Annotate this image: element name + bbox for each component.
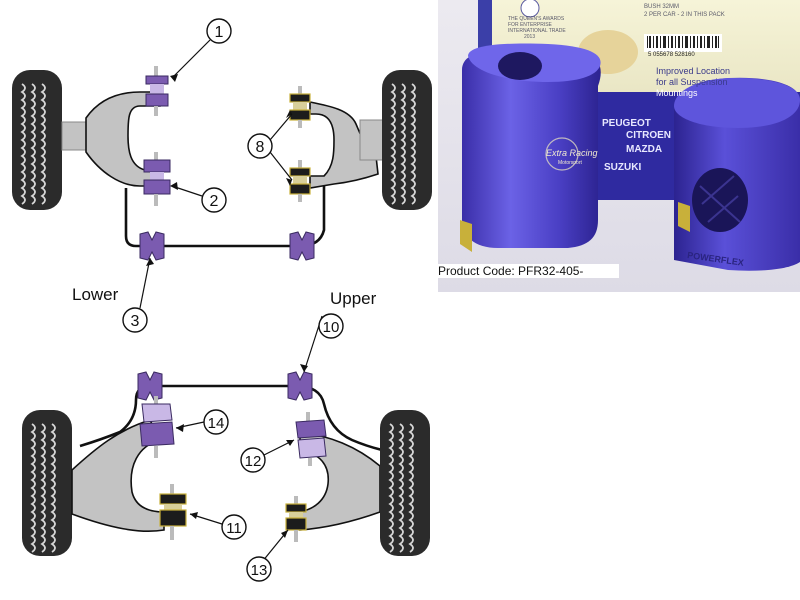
bush-12: [295, 412, 327, 466]
svg-text:12: 12: [245, 453, 262, 470]
front-right-wheel: [382, 70, 432, 210]
callout-13: 13: [246, 556, 272, 582]
bush-14: [139, 396, 175, 458]
callout-2: 2: [201, 187, 227, 213]
svg-text:10: 10: [323, 319, 340, 336]
svg-text:13: 13: [251, 562, 268, 579]
award-line-1: THE QUEEN'S AWARDS: [508, 16, 565, 22]
product-photo: BUSH 32MM 2 PER CAR - 2 IN THIS PACK THE…: [438, 0, 800, 292]
label-upper: Upper: [330, 289, 377, 308]
rear-right-wheel: [380, 410, 430, 556]
bush-8-upper: [289, 86, 311, 128]
award-year: 2013: [524, 34, 536, 40]
benefit-line-2: for all Suspension: [656, 77, 728, 87]
watermark-line-1: Extra Racing: [546, 148, 598, 158]
front-arb-bush-right: [289, 231, 315, 261]
front-anti-roll-bar: [124, 186, 326, 248]
bush-location-diagram: 1 2 8 3 Lower Upper: [12, 18, 432, 582]
package-size-line: BUSH 32MM: [644, 4, 680, 10]
bush-1: [145, 66, 169, 116]
callout-3: 3: [122, 307, 148, 333]
svg-text:11: 11: [226, 520, 242, 537]
bush-11: [159, 484, 187, 540]
callout-12: 12: [240, 447, 266, 473]
award-line-2: FOR ENTERPRISE: [508, 22, 552, 28]
rear-arb-bush-left: [137, 371, 163, 401]
rear-axle-group: 10 14 12 11 13: [22, 313, 430, 582]
watermark-line-2: Motorsport: [558, 160, 582, 166]
svg-text:2: 2: [210, 193, 219, 210]
award-line-3: INTERNATIONAL TRADE: [508, 28, 566, 34]
benefit-line-1: Improved Location: [656, 66, 731, 76]
bush-13: [285, 496, 307, 542]
svg-text:1: 1: [215, 24, 224, 41]
product-code: Product Code: PFR32-405-: [438, 264, 620, 278]
bush-2: [143, 152, 171, 206]
bush-3: [139, 231, 165, 261]
callout-10: 10: [318, 313, 344, 339]
callout-8: 8: [247, 133, 273, 159]
product-photo-art: [438, 0, 800, 292]
award-emblem: [520, 0, 540, 18]
callout-14: 14: [203, 409, 229, 435]
rear-left-arm: [71, 419, 165, 533]
bush-10: [287, 371, 313, 401]
front-left-wishbone: [85, 91, 161, 187]
brand-mazda: MAZDA: [626, 144, 663, 155]
front-left-wheel: [12, 70, 62, 210]
brand-suzuki: SUZUKI: [604, 162, 642, 173]
brand-peugeot: PEUGEOT: [602, 118, 651, 129]
svg-text:8: 8: [256, 139, 265, 156]
barcode-number: 5 055678 528160: [648, 52, 695, 58]
package-qty-line: 2 PER CAR - 2 IN THIS PACK: [644, 12, 725, 18]
rear-anti-roll-bar: [79, 384, 383, 452]
callout-1: 1: [206, 18, 232, 44]
svg-text:14: 14: [208, 415, 225, 432]
barcode: [644, 34, 722, 52]
svg-text:3: 3: [131, 313, 140, 330]
watermark: [545, 137, 579, 171]
rear-left-wheel: [22, 410, 72, 556]
bush-left-product: [460, 43, 601, 252]
label-lower: Lower: [72, 285, 119, 304]
brand-citroen: CITROEN: [626, 130, 671, 141]
front-right-wishbone: [309, 101, 379, 189]
bush-8-lower: [289, 160, 311, 202]
benefit-line-3: Mountings: [656, 88, 698, 98]
bush-right-product: [674, 77, 800, 271]
callout-11: 11: [221, 514, 247, 540]
front-axle-group: 1 2 8 3 Lower Upper: [12, 18, 432, 333]
